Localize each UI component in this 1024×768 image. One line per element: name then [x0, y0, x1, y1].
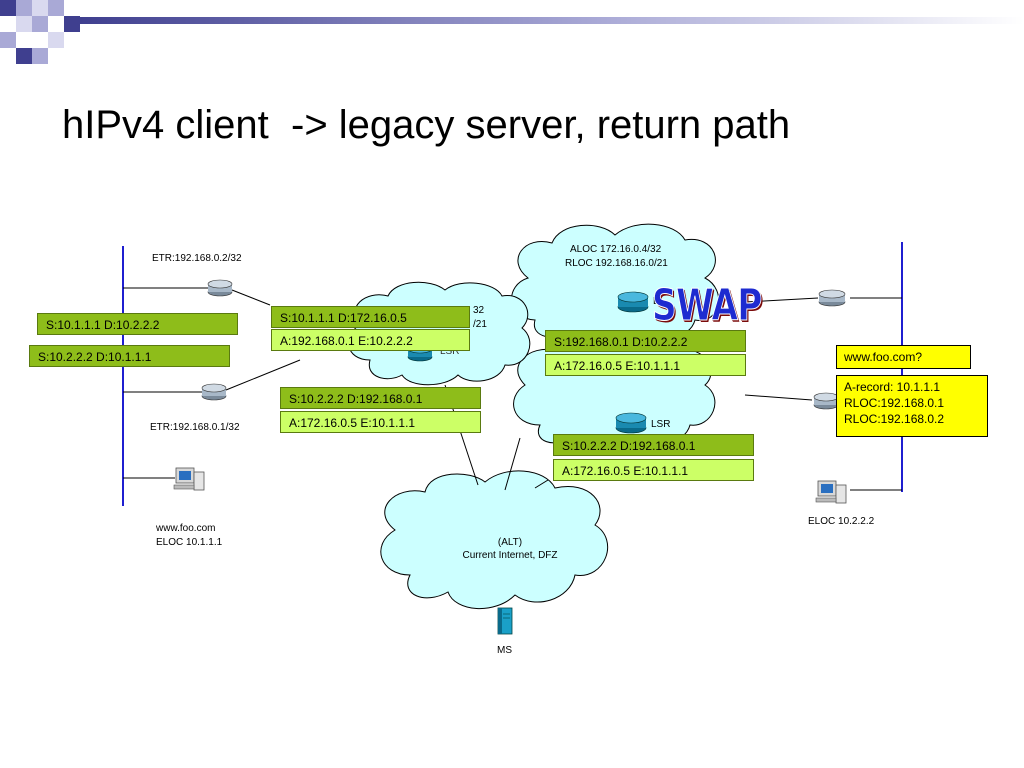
header-gradient-bar — [80, 17, 1024, 24]
dns-answer-line-2: RLOC:192.168.0.1 — [844, 396, 945, 410]
mid-box-2-bottom: A:172.16.0.5 E:10.1.1.1 — [280, 411, 481, 433]
header-square-2 — [16, 0, 32, 16]
etr-top-label: ETR:192.168.0.2/32 — [152, 253, 242, 264]
left-packet-box-1: S:10.1.1.1 D:10.2.2.2 — [37, 313, 238, 335]
header-square-4 — [48, 0, 64, 16]
computer-client — [173, 467, 205, 491]
dns-answer-line-1: A-record: 10.1.1.1 — [844, 380, 941, 394]
right-box-2-bottom: A:172.16.0.5 E:10.1.1.1 — [553, 459, 754, 481]
client-host-label: www.foo.com — [156, 523, 216, 534]
server-eloc-label: ELOC 10.2.2.2 — [808, 516, 875, 527]
header-square-6 — [32, 16, 48, 32]
aloc-label: ALOC 172.16.0.4/32 — [570, 244, 662, 255]
left-packet-box-2: S:10.2.2.2 D:10.1.1.1 — [29, 345, 230, 367]
alt-cloud-label-2: Current Internet, DFZ — [462, 550, 558, 561]
middle-cloud-partial-1: 32 — [473, 305, 485, 316]
header-square-8 — [0, 32, 16, 48]
client-eloc-label: ELOC 10.1.1.1 — [156, 537, 223, 548]
header-square-9 — [48, 32, 64, 48]
lsr-top-partial-label: L — [653, 296, 659, 307]
middle-cloud-partial-2: /21 — [473, 319, 487, 330]
router-right-bottom — [813, 392, 839, 410]
mid-box-1-top: S:10.1.1.1 D:172.16.0.5 — [271, 306, 470, 328]
header-square-11 — [32, 48, 48, 64]
map-server-icon — [497, 607, 513, 635]
header-square-10 — [16, 48, 32, 64]
right-box-1-bottom: A:172.16.0.5 E:10.1.1.1 — [545, 354, 746, 376]
alt-cloud-label-1: (ALT) — [497, 537, 523, 548]
right-box-2-top: S:10.2.2.2 D:192.168.0.1 — [553, 434, 754, 456]
ms-label: MS — [497, 645, 512, 656]
mid-box-1-bottom: A:192.168.0.1 E:10.2.2.2 — [271, 329, 470, 351]
cloud-alt — [380, 470, 609, 609]
header-square-3 — [32, 0, 48, 16]
router-right-top — [818, 289, 846, 307]
router-etr-top — [207, 279, 233, 297]
router-lsr-top — [617, 291, 649, 313]
router-lsr-right — [615, 412, 647, 434]
mid-box-2-top: S:10.2.2.2 D:192.168.0.1 — [280, 387, 481, 409]
router-etr-bottom — [201, 383, 227, 401]
rloc-label: RLOC 192.168.16.0/21 — [565, 258, 668, 269]
dns-answer-box: A-record: 10.1.1.1 RLOC:192.168.0.1 RLOC… — [836, 375, 988, 437]
page-title: hIPv4 client -> legacy server, return pa… — [62, 103, 791, 147]
swap-wordart: SWAP — [652, 280, 763, 332]
lsr-middle-partial-label: LSR — [440, 346, 460, 357]
dns-query-text: www.foo.com? — [844, 350, 923, 364]
header-square-5 — [16, 16, 32, 32]
computer-server — [815, 480, 847, 504]
dns-query-box: www.foo.com? — [836, 345, 971, 369]
dns-answer-line-3: RLOC:192.168.0.2 — [844, 412, 945, 426]
etr-bottom-label: ETR:192.168.0.1/32 — [150, 422, 240, 433]
lsr-right-label: LSR — [651, 419, 671, 430]
header-square-7 — [64, 16, 80, 32]
header-square-1 — [0, 0, 16, 16]
right-box-1-top: S:192.168.0.1 D:10.2.2.2 — [545, 330, 746, 352]
